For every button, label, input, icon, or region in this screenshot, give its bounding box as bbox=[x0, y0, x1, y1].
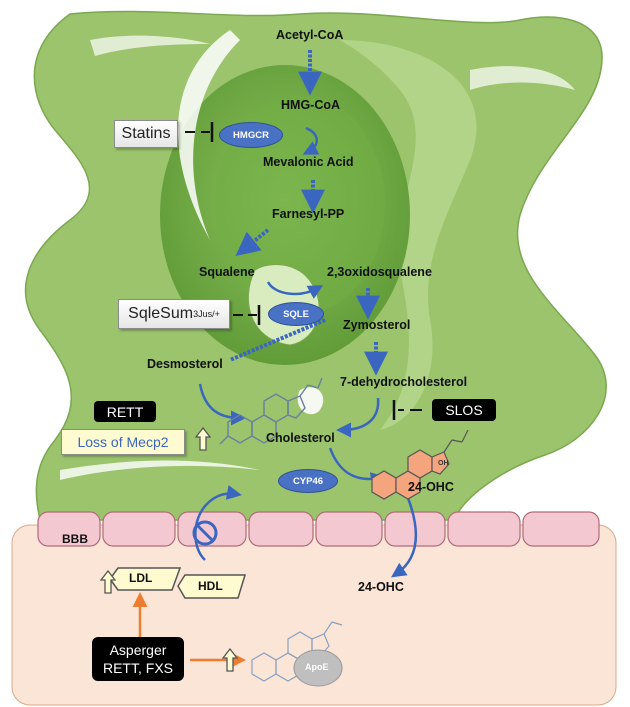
loss-mecp2-box: Loss of Mecp2 bbox=[61, 429, 185, 455]
sqlesum-label: SqleSum bbox=[128, 305, 194, 322]
label-squalene: Squalene bbox=[199, 265, 255, 279]
label-mevalonic-acid: Mevalonic Acid bbox=[263, 155, 354, 169]
inhibition-lines bbox=[185, 122, 422, 420]
enzyme-sqle: SQLE bbox=[268, 302, 324, 326]
hdl-shape bbox=[177, 574, 247, 599]
increase-arrow-ldl bbox=[100, 570, 116, 594]
label-zymosterol: Zymosterol bbox=[343, 318, 411, 332]
label-oh: OH bbox=[438, 460, 449, 467]
ohc-structure bbox=[371, 429, 469, 500]
label-desmosterol: Desmosterol bbox=[147, 357, 223, 371]
label-cholesterol: Cholesterol bbox=[266, 431, 335, 445]
label-acetyl-coa: Acetyl-CoA bbox=[276, 28, 344, 42]
sqlesum-superscript: 3Jus/+ bbox=[193, 309, 220, 319]
label-bbb: BBB bbox=[62, 532, 88, 546]
label-24-ohc: 24-OHC bbox=[408, 480, 454, 494]
label-oxidosqualene: 2,3oxidosqualene bbox=[327, 265, 432, 279]
label-hdl: HDL bbox=[198, 579, 223, 593]
nucleus-inner bbox=[215, 95, 385, 315]
pathway-arrows bbox=[194, 50, 418, 578]
label-24-ohc-blood: 24-OHC bbox=[358, 580, 404, 594]
statins-box: Statins bbox=[114, 120, 178, 148]
slos-box: SLOS bbox=[432, 399, 496, 421]
bbb-cells bbox=[37, 511, 600, 547]
increase-arrow-mecp2 bbox=[195, 427, 211, 451]
label-hmg-coa: HMG-CoA bbox=[281, 98, 341, 112]
asperger-line-2: RETT, FXS bbox=[102, 660, 173, 676]
asperger-line-1: Asperger bbox=[109, 642, 167, 658]
enzyme-hmgcr: HMGCR bbox=[219, 122, 283, 148]
label-ldl: LDL bbox=[129, 571, 153, 585]
enzyme-cyp46: CYP46 bbox=[278, 469, 338, 493]
label-7-dehydrocholesterol: 7-dehydrocholesterol bbox=[340, 375, 468, 389]
increase-arrow-apoe bbox=[222, 648, 238, 672]
blocked-symbol bbox=[192, 520, 218, 546]
label-farnesyl-pp: Farnesyl-PP bbox=[272, 207, 345, 221]
asperger-box: Asperger RETT, FXS bbox=[92, 637, 184, 681]
label-apoe: ApoE bbox=[305, 662, 329, 672]
apoe-blob bbox=[293, 649, 343, 687]
rett-box: RETT bbox=[94, 401, 156, 422]
cholesterol-structure bbox=[219, 377, 323, 445]
